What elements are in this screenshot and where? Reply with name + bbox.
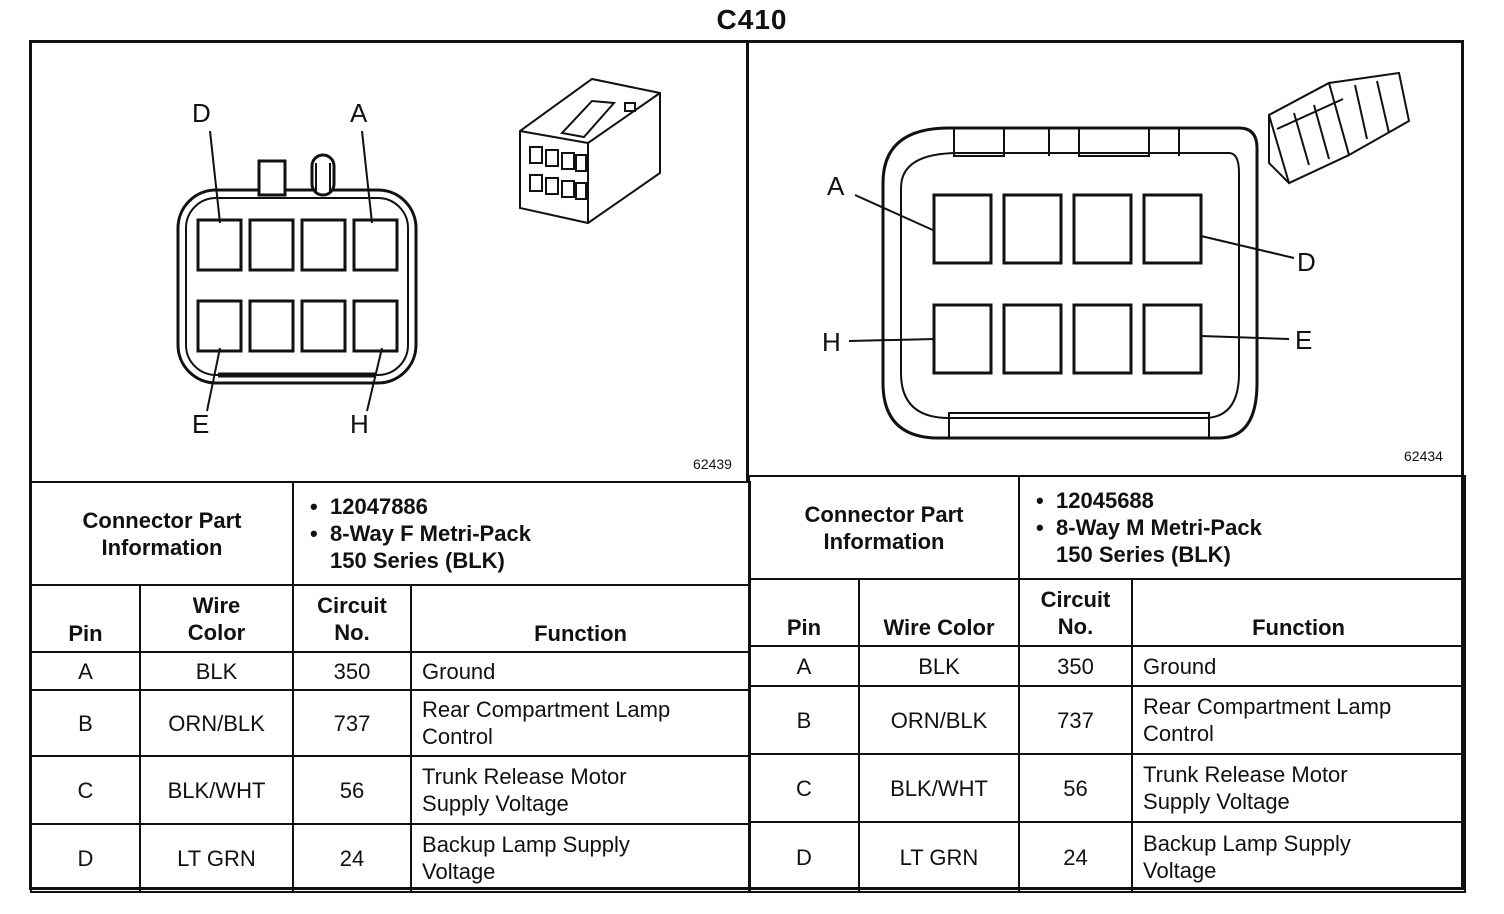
wire-color-cell: BLK bbox=[138, 651, 295, 691]
circuit-cell: 350 bbox=[1018, 645, 1134, 687]
connector-frame: D A E H 62439 bbox=[29, 40, 1467, 893]
wire-color-cell: ORN/BLK bbox=[138, 689, 295, 757]
circuit-cell: 56 bbox=[292, 755, 413, 825]
pin-label-a: A bbox=[350, 98, 368, 128]
diagram-title: C410 bbox=[716, 4, 788, 35]
table-row: A BLK 350 Ground bbox=[748, 645, 1467, 687]
pin-cell: C bbox=[30, 755, 141, 825]
pin-label-e: E bbox=[1295, 325, 1313, 355]
wire-color-cell: BLK/WHT bbox=[138, 755, 295, 825]
header-wire-color: Wire Color bbox=[857, 578, 1021, 647]
wire-color-cell: BLK bbox=[857, 645, 1021, 687]
pin-cell: D bbox=[30, 823, 141, 893]
pin-label-e: E bbox=[192, 409, 210, 439]
circuit-cell: 24 bbox=[292, 823, 413, 893]
male-connector-face-drawing bbox=[848, 71, 1411, 440]
circuit-cell: 24 bbox=[1018, 821, 1134, 893]
pin-label-d: D bbox=[192, 98, 211, 128]
header-function: Function bbox=[410, 584, 752, 653]
part-number: 12045688 bbox=[1030, 487, 1454, 514]
circuit-cell: 737 bbox=[292, 689, 413, 757]
circuit-cell: 737 bbox=[1018, 685, 1134, 755]
pin-cell: C bbox=[748, 753, 860, 823]
right-connector-panel: A D H E 62434 bbox=[749, 43, 1461, 483]
pin-label-d: D bbox=[1297, 247, 1316, 277]
wire-color-cell: LT GRN bbox=[857, 821, 1021, 893]
header-pin: Pin bbox=[30, 584, 141, 653]
circuit-cell: 350 bbox=[292, 651, 413, 691]
figure-code: 62434 bbox=[1404, 448, 1443, 464]
female-connector-face-drawing bbox=[176, 77, 661, 412]
pin-cell: D bbox=[748, 821, 860, 893]
header-function: Function bbox=[1131, 578, 1467, 647]
table-row: A BLK 350 Ground bbox=[30, 651, 752, 691]
function-cell: Ground bbox=[1131, 645, 1467, 687]
wire-color-cell: ORN/BLK bbox=[857, 685, 1021, 755]
pin-cell: A bbox=[30, 651, 141, 691]
pin-label-h: H bbox=[822, 327, 841, 357]
wire-color-cell: BLK/WHT bbox=[857, 753, 1021, 823]
pin-label-h: H bbox=[350, 409, 369, 439]
wire-color-cell: LT GRN bbox=[138, 823, 295, 893]
header-pin: Pin bbox=[748, 578, 860, 647]
pin-cell: B bbox=[30, 689, 141, 757]
pin-cell: B bbox=[748, 685, 860, 755]
pin-cell: A bbox=[748, 645, 860, 687]
circuit-cell: 56 bbox=[1018, 753, 1134, 823]
left-connector-panel: D A E H 62439 bbox=[32, 43, 749, 483]
figure-code: 62439 bbox=[693, 456, 732, 472]
pin-label-a: A bbox=[827, 171, 845, 201]
part-number: 12047886 bbox=[304, 493, 739, 520]
function-cell: Ground bbox=[410, 651, 752, 691]
